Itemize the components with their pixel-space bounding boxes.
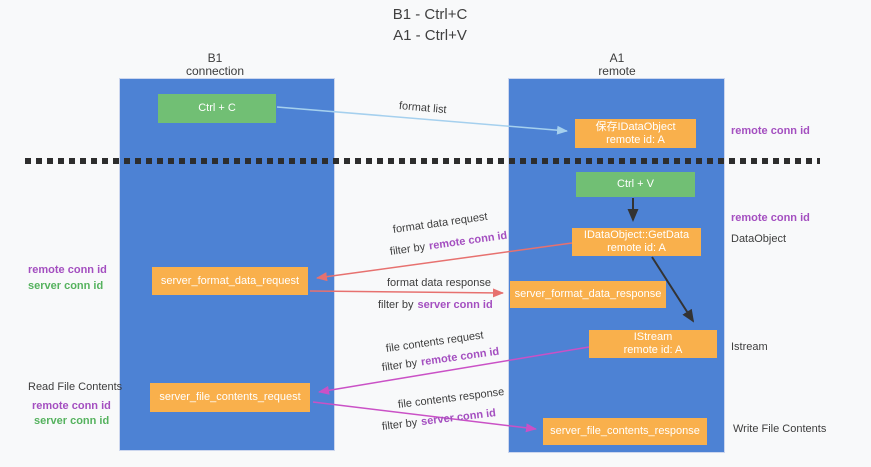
column-a1-role: remote bbox=[598, 64, 636, 78]
node-ctrl-c-label: Ctrl + C bbox=[198, 102, 236, 114]
column-header-a1: A1 remote bbox=[557, 52, 677, 78]
filter-by-text: filter by bbox=[381, 357, 418, 374]
node-istream-line1: IStream bbox=[633, 331, 673, 343]
node-server-format-data-response: server_format_data_response bbox=[510, 281, 666, 308]
node-server-file-contents-response-label: server_file_contents_response bbox=[550, 425, 700, 437]
copy-paste-divider bbox=[25, 158, 820, 164]
node-idataobject-getdata: IDataObject::GetData remote id: A bbox=[572, 228, 701, 256]
node-server-file-contents-request-label: server_file_contents_request bbox=[159, 391, 301, 403]
node-ctrl-c: Ctrl + C bbox=[158, 94, 276, 123]
column-header-b1: B1 connection bbox=[155, 52, 275, 78]
format-list-label: format list bbox=[398, 100, 448, 117]
filter-by-text: filter by bbox=[378, 299, 414, 311]
column-a1-name: A1 bbox=[609, 51, 625, 65]
left-remote-conn-id-bottom-label: remote conn id bbox=[32, 400, 111, 412]
node-save-dataobject-line1: 保存IDataObject bbox=[595, 120, 676, 133]
left-server-conn-id-bottom-label: server conn id bbox=[34, 415, 110, 427]
read-file-contents-label: Read File Contents bbox=[28, 381, 123, 393]
filter-by-text: filter by bbox=[381, 416, 418, 433]
title-line-1: B1 - Ctrl+C bbox=[392, 6, 468, 23]
node-istream-line2: remote id: A bbox=[623, 344, 683, 356]
node-save-dataobject-line2: remote id: A bbox=[606, 133, 665, 146]
title-line-2: A1 - Ctrl+V bbox=[393, 27, 467, 44]
node-server-file-contents-response: server_file_contents_response bbox=[543, 418, 707, 445]
node-istream: IStream remote id: A bbox=[589, 330, 717, 358]
write-file-contents-label: Write File Contents bbox=[733, 423, 827, 435]
node-getdata-line2: remote id: A bbox=[607, 242, 666, 254]
dataobject-label: DataObject bbox=[731, 233, 787, 245]
node-ctrl-v-label: Ctrl + V bbox=[617, 178, 654, 190]
right-remote-conn-id-top-label: remote conn id bbox=[731, 125, 810, 137]
node-ctrl-v: Ctrl + V bbox=[576, 172, 695, 197]
remote-conn-id-text: remote conn id bbox=[428, 229, 508, 253]
format-data-response-arrow bbox=[309, 288, 504, 298]
server-conn-id-text: server conn id bbox=[420, 407, 497, 429]
format-data-response-label: format data response bbox=[387, 277, 491, 289]
node-server-file-contents-request: server_file_contents_request bbox=[150, 383, 310, 412]
node-server-format-data-request-label: server_format_data_request bbox=[160, 274, 300, 287]
left-server-conn-id-label: server conn id bbox=[28, 280, 104, 292]
column-b1-name: B1 bbox=[207, 51, 223, 65]
node-server-format-data-request: server_format_data_request bbox=[152, 267, 308, 295]
column-b1-role: connection bbox=[185, 64, 245, 78]
server-conn-id-text: server conn id bbox=[417, 299, 493, 311]
node-server-format-data-response-label: server_format_data_response bbox=[514, 288, 662, 300]
left-remote-conn-id-label: remote conn id bbox=[28, 264, 107, 276]
remote-conn-id-text: remote conn id bbox=[420, 345, 500, 369]
right-remote-conn-id-mid-label: remote conn id bbox=[731, 212, 810, 224]
format-data-request-label: format data request bbox=[392, 210, 489, 236]
filter-by-text: filter by bbox=[389, 241, 426, 258]
node-save-dataobject: 保存IDataObject remote id: A bbox=[575, 119, 696, 148]
istream-label: Istream bbox=[731, 341, 768, 353]
node-getdata-line1: IDataObject::GetData bbox=[583, 229, 690, 241]
